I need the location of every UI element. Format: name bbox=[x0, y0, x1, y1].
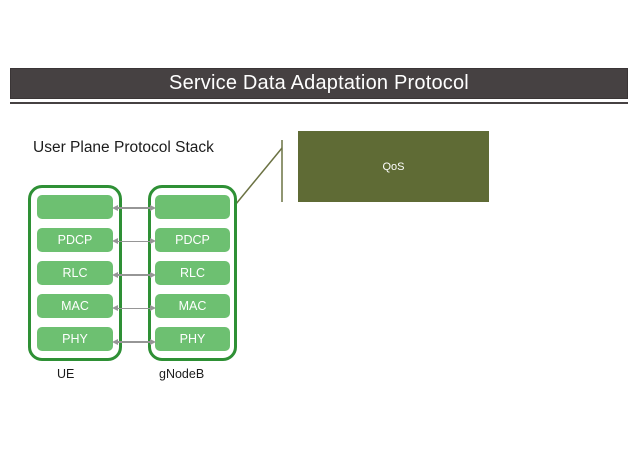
callout-line bbox=[230, 140, 283, 211]
peer-link-arrow-pdcp bbox=[112, 238, 156, 245]
arrow-line bbox=[115, 274, 153, 276]
title-underline bbox=[10, 102, 628, 104]
gnb-layer-mac: MAC bbox=[155, 294, 230, 318]
ue-protocol-stack: PDCP RLC MAC PHY bbox=[28, 185, 122, 361]
peer-link-arrow-mac bbox=[112, 305, 156, 312]
arrow-line bbox=[115, 240, 153, 243]
ue-layer-sdap-blank bbox=[37, 195, 113, 219]
arrow-line bbox=[115, 307, 153, 310]
gnodeb-label: gNodeB bbox=[159, 367, 205, 381]
gnb-layer-sdap-blank bbox=[155, 195, 230, 219]
peer-link-arrow-phy bbox=[112, 338, 156, 346]
ue-label: UE bbox=[57, 367, 75, 381]
ue-layer-pdcp: PDCP bbox=[37, 228, 113, 252]
arrow-line bbox=[115, 341, 153, 343]
ue-layer-mac: MAC bbox=[37, 294, 113, 318]
gnb-layer-phy: PHY bbox=[155, 327, 230, 351]
section-heading: User Plane Protocol Stack bbox=[33, 139, 214, 156]
slide-title: Service Data Adaptation Protocol bbox=[169, 72, 469, 94]
callout-diagonal-segment bbox=[230, 147, 283, 211]
qos-label: QoS bbox=[382, 160, 405, 173]
peer-link-arrow-rlc bbox=[112, 271, 156, 279]
ue-layer-rlc: RLC bbox=[37, 261, 113, 285]
peer-link-arrow-sdap bbox=[112, 204, 156, 212]
gnodeb-protocol-stack: PDCP RLC MAC PHY bbox=[148, 185, 237, 361]
ue-layer-phy: PHY bbox=[37, 327, 113, 351]
gnb-layer-rlc: RLC bbox=[155, 261, 230, 285]
title-bar: Service Data Adaptation Protocol bbox=[10, 68, 628, 99]
gnb-layer-pdcp: PDCP bbox=[155, 228, 230, 252]
arrow-line bbox=[115, 207, 153, 209]
qos-box: QoS bbox=[298, 131, 489, 202]
